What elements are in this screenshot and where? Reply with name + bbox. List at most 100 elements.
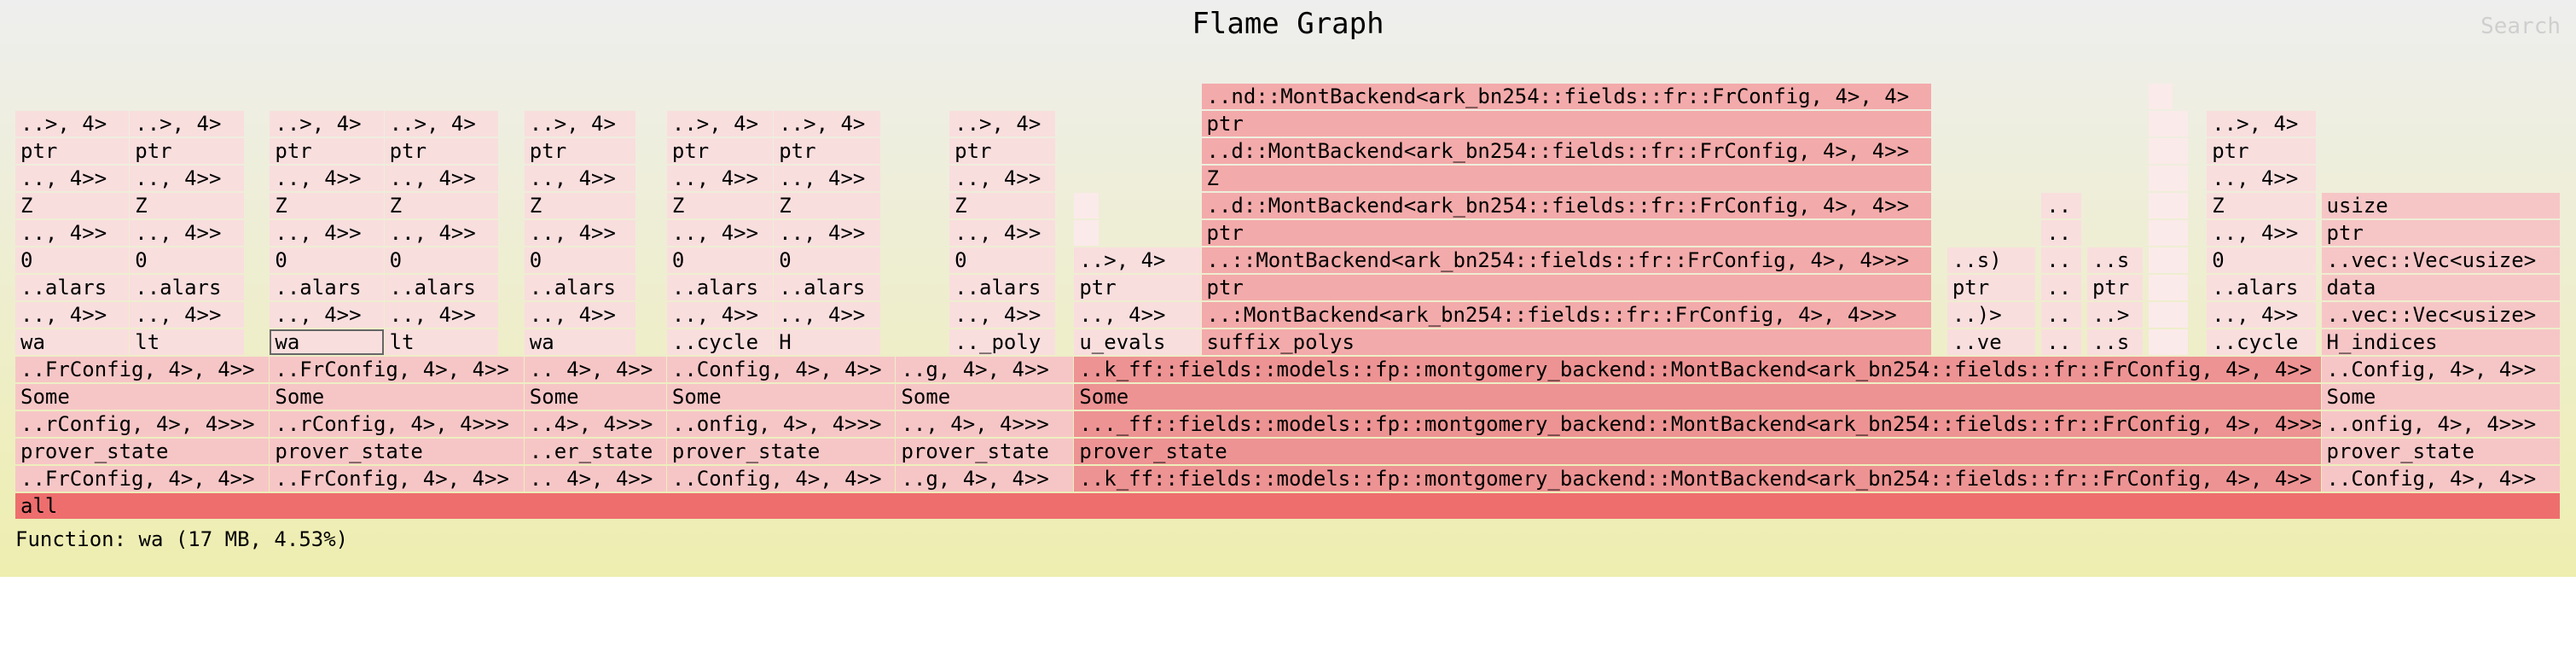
flame-frame[interactable]: ..._ff::fields::models::fp::montgomery_b… bbox=[1074, 411, 2321, 437]
flame-frame[interactable]: ..d::MontBackend<ark_bn254::fields::fr::… bbox=[1201, 193, 1931, 218]
flame-frame[interactable]: ..>, 4> bbox=[1074, 247, 1201, 273]
flame-frame[interactable]: .., 4>> bbox=[15, 220, 130, 246]
flame-frame[interactable]: ..s) bbox=[1947, 247, 2036, 273]
flame-frame[interactable]: .., 4>> bbox=[666, 220, 774, 246]
flame-frame[interactable]: H bbox=[774, 329, 880, 355]
flame-frame[interactable]: ..alars bbox=[2207, 275, 2316, 300]
flame-frame[interactable]: ..Config, 4>, 4>> bbox=[666, 466, 896, 492]
flame-frame[interactable]: ..rConfig, 4>, 4>>> bbox=[15, 411, 270, 437]
flame-frame[interactable]: .., 4>> bbox=[15, 302, 130, 328]
flame-frame[interactable] bbox=[1074, 193, 1099, 218]
flame-frame[interactable]: ptr bbox=[130, 138, 244, 164]
flame-frame[interactable]: ptr bbox=[774, 138, 880, 164]
flame-frame[interactable]: 0 bbox=[524, 247, 636, 273]
flame-frame[interactable]: ..FrConfig, 4>, 4>> bbox=[270, 466, 524, 492]
flame-frame[interactable]: .. bbox=[2041, 302, 2081, 328]
flame-frame[interactable]: ..FrConfig, 4>, 4>> bbox=[15, 466, 270, 492]
flame-frame[interactable]: Z bbox=[2207, 193, 2316, 218]
flame-frame[interactable]: .., 4>> bbox=[524, 166, 636, 191]
flame-frame[interactable]: .., 4>, 4>>> bbox=[896, 411, 1074, 437]
flame-frame[interactable]: .._poly bbox=[949, 329, 1056, 355]
flame-frame[interactable]: ..onfig, 4>, 4>>> bbox=[666, 411, 896, 437]
flame-frame[interactable]: 0 bbox=[270, 247, 384, 273]
flame-frame[interactable]: .., 4>> bbox=[15, 166, 130, 191]
flame-frame[interactable]: all bbox=[15, 493, 2560, 519]
flame-frame[interactable]: .., 4>> bbox=[130, 166, 244, 191]
flame-frame[interactable]: ptr bbox=[524, 138, 636, 164]
flame-frame[interactable]: ptr bbox=[2086, 275, 2143, 300]
flame-frame[interactable]: .. 4>, 4>> bbox=[524, 357, 666, 382]
flame-frame[interactable]: lt bbox=[130, 329, 244, 355]
flame-frame[interactable]: Z bbox=[15, 193, 130, 218]
flame-frame[interactable] bbox=[2148, 302, 2189, 328]
flame-frame[interactable]: .., 4>> bbox=[949, 220, 1056, 246]
flame-frame[interactable]: ..vec::Vec<usize> bbox=[2321, 302, 2560, 328]
flame-frame[interactable]: ..g, 4>, 4>> bbox=[896, 357, 1074, 382]
flame-frame[interactable]: ..4>, 4>>> bbox=[524, 411, 666, 437]
flame-frame[interactable]: Z bbox=[666, 193, 774, 218]
flame-frame[interactable]: ptr bbox=[2321, 220, 2560, 246]
flame-frame[interactable]: H_indices bbox=[2321, 329, 2560, 355]
flame-frame[interactable]: Some bbox=[666, 384, 896, 410]
flame-frame[interactable] bbox=[2148, 247, 2189, 273]
flame-frame[interactable]: .., 4>> bbox=[384, 302, 498, 328]
flame-frame[interactable]: ..Config, 4>, 4>> bbox=[2321, 357, 2560, 382]
flame-frame[interactable]: .., 4>> bbox=[2207, 166, 2316, 191]
flame-frame[interactable]: prover_state bbox=[1074, 439, 2321, 464]
flame-frame[interactable]: wa bbox=[270, 329, 384, 355]
flame-frame[interactable]: .., 4>> bbox=[130, 220, 244, 246]
flame-frame[interactable]: 0 bbox=[949, 247, 1056, 273]
flame-frame[interactable]: ..alars bbox=[774, 275, 880, 300]
flame-frame[interactable]: ..>, 4> bbox=[524, 111, 636, 137]
flame-frame[interactable]: 0 bbox=[774, 247, 880, 273]
flame-frame[interactable]: prover_state bbox=[666, 439, 896, 464]
flame-frame[interactable]: .., 4>> bbox=[666, 302, 774, 328]
flame-frame[interactable]: ..>, 4> bbox=[2207, 111, 2316, 137]
flame-frame[interactable]: ptr bbox=[1074, 275, 1201, 300]
flame-frame[interactable]: ptr bbox=[1201, 220, 1931, 246]
flame-frame[interactable]: ..cycle bbox=[2207, 329, 2316, 355]
flame-frame[interactable]: Z bbox=[270, 193, 384, 218]
flame-frame[interactable]: .., 4>> bbox=[384, 220, 498, 246]
flame-frame[interactable]: ..alars bbox=[524, 275, 636, 300]
flame-frame[interactable]: Z bbox=[130, 193, 244, 218]
flame-frame[interactable]: ..rConfig, 4>, 4>>> bbox=[270, 411, 524, 437]
flame-frame[interactable]: ..g, 4>, 4>> bbox=[896, 466, 1074, 492]
flame-frame[interactable]: .. bbox=[2041, 275, 2081, 300]
flame-frame[interactable]: .., 4>> bbox=[2207, 220, 2316, 246]
flame-frame[interactable]: u_evals bbox=[1074, 329, 1201, 355]
flame-frame[interactable]: Some bbox=[524, 384, 666, 410]
flame-frame[interactable]: suffix_polys bbox=[1201, 329, 1931, 355]
flame-frame[interactable]: .. 4>, 4>> bbox=[524, 466, 666, 492]
flame-frame[interactable]: lt bbox=[384, 329, 498, 355]
flame-frame[interactable]: ..::MontBackend<ark_bn254::fields::fr::F… bbox=[1201, 247, 1931, 273]
flame-frame[interactable]: Some bbox=[15, 384, 270, 410]
flame-frame[interactable]: Z bbox=[524, 193, 636, 218]
flame-frame[interactable]: Some bbox=[1074, 384, 2321, 410]
flame-frame[interactable]: ..cycle bbox=[666, 329, 774, 355]
flame-frame[interactable]: .., 4>> bbox=[270, 302, 384, 328]
flame-frame[interactable]: .., 4>> bbox=[524, 220, 636, 246]
flame-frame[interactable]: 0 bbox=[130, 247, 244, 273]
flame-frame[interactable] bbox=[2148, 220, 2189, 246]
flame-frame[interactable]: ..>, 4> bbox=[949, 111, 1056, 137]
flame-frame[interactable]: ..> bbox=[2086, 302, 2143, 328]
flame-frame[interactable]: ..alars bbox=[270, 275, 384, 300]
flame-frame[interactable]: ..Config, 4>, 4>> bbox=[2321, 466, 2560, 492]
flame-frame[interactable]: .., 4>> bbox=[666, 166, 774, 191]
flame-frame[interactable]: .. bbox=[2041, 329, 2081, 355]
flame-frame[interactable]: Z bbox=[384, 193, 498, 218]
flame-frame[interactable]: prover_state bbox=[270, 439, 524, 464]
flame-frame[interactable]: prover_state bbox=[896, 439, 1074, 464]
flame-frame[interactable]: .., 4>> bbox=[270, 220, 384, 246]
flame-frame[interactable]: ..alars bbox=[666, 275, 774, 300]
flame-frame[interactable]: Some bbox=[896, 384, 1074, 410]
flame-frame[interactable]: ..)> bbox=[1947, 302, 2036, 328]
flame-frame[interactable]: ptr bbox=[270, 138, 384, 164]
flame-frame[interactable]: ptr bbox=[384, 138, 498, 164]
flame-frame[interactable]: Z bbox=[774, 193, 880, 218]
flame-frame[interactable]: usize bbox=[2321, 193, 2560, 218]
flame-frame[interactable]: ..>, 4> bbox=[15, 111, 130, 137]
flame-frame[interactable]: ..alars bbox=[384, 275, 498, 300]
flame-frame[interactable]: ..alars bbox=[15, 275, 130, 300]
